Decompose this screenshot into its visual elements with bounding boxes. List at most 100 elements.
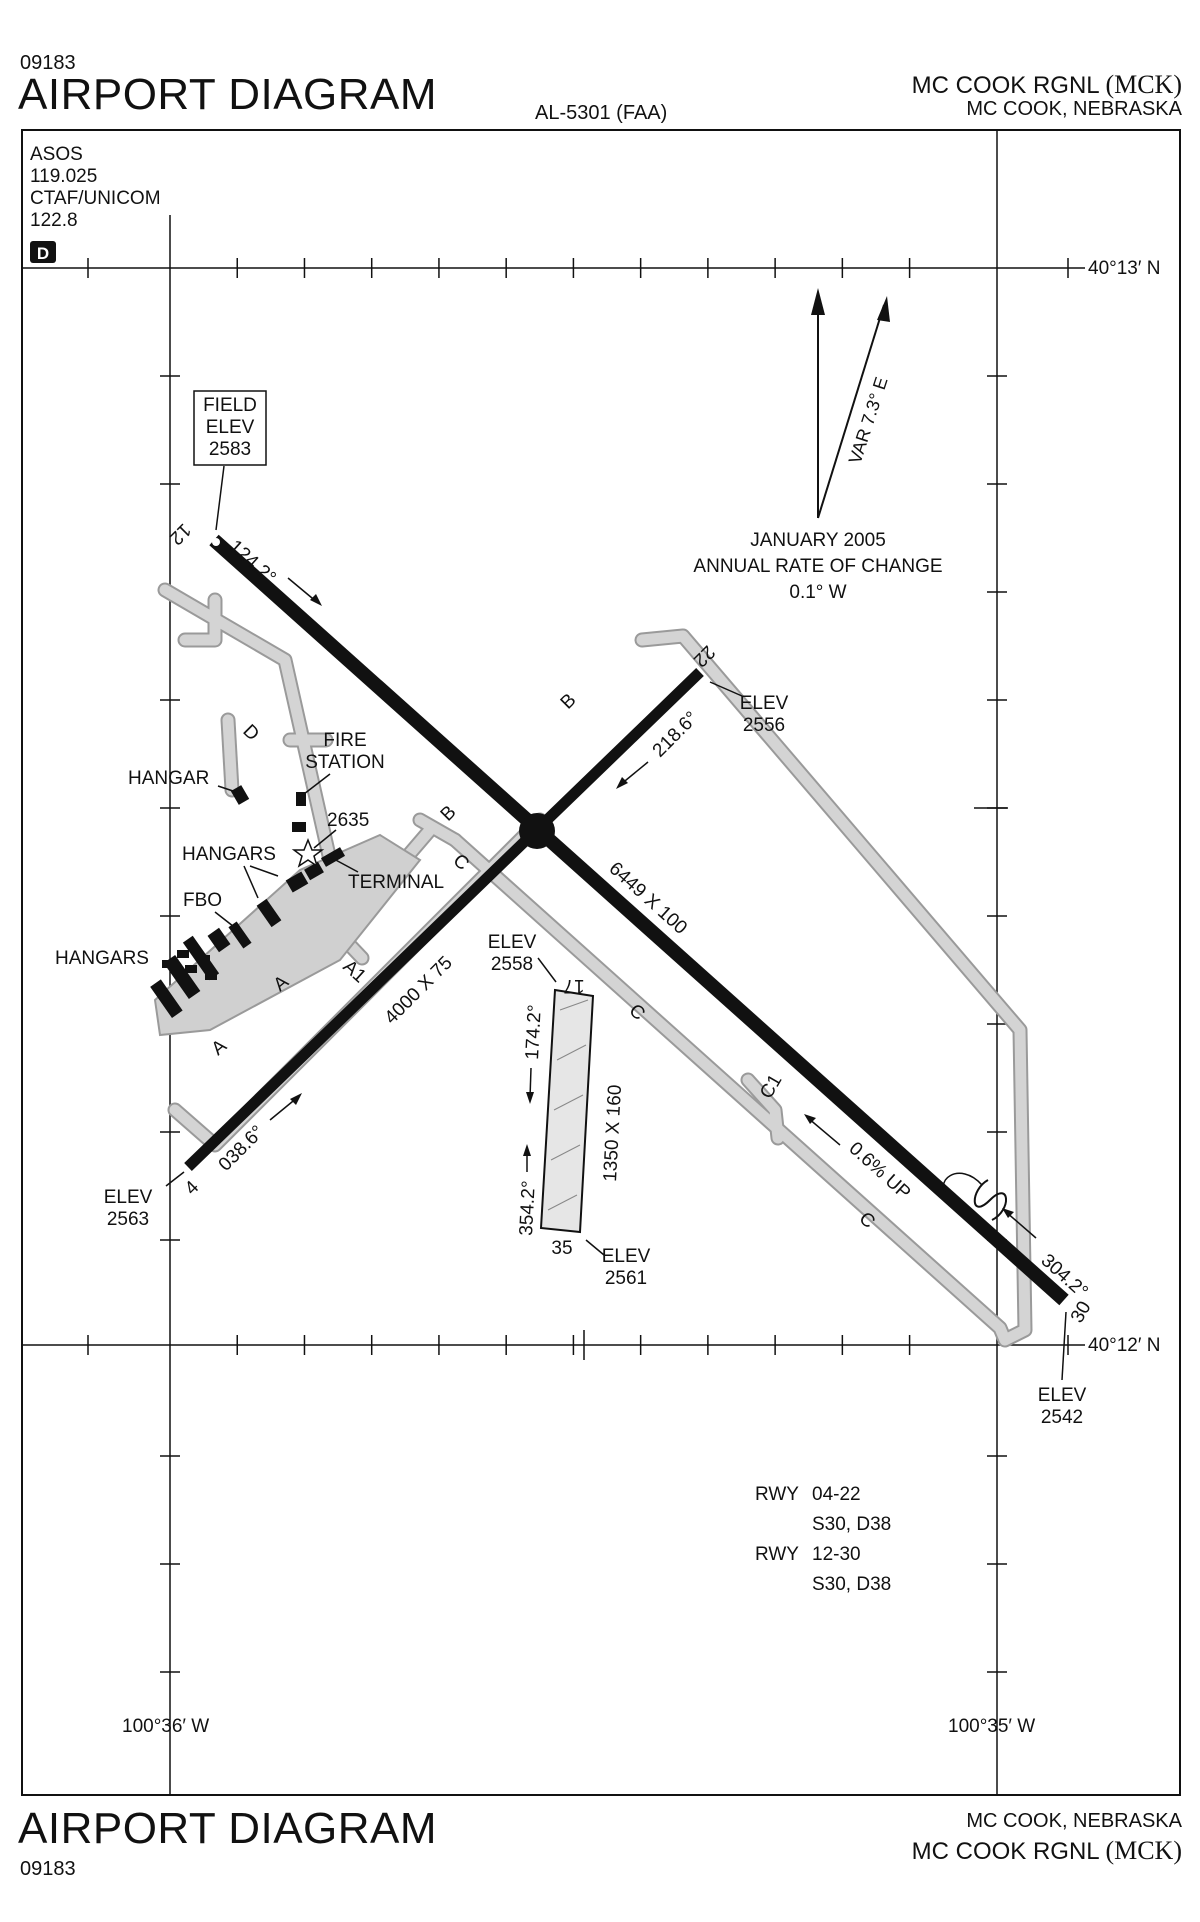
field-elev-line1: FIELD (203, 395, 257, 416)
runway-data-row2-runway: 12-30 (812, 1544, 861, 1565)
magnetic-rate-label: ANNUAL RATE OF CHANGE (693, 556, 942, 577)
taxiway-d-label: D (238, 721, 263, 746)
elev-4-value: 2563 (107, 1209, 149, 1230)
hangars-pointer (243, 865, 259, 899)
heading-30-arrow (1005, 1211, 1037, 1239)
airspace-badge: D (37, 244, 49, 263)
heading-12-arrowhead-icon (310, 594, 322, 606)
segmented-circle-icon (942, 1172, 983, 1201)
elev-22-leader (709, 681, 743, 697)
elev-17-leader (537, 957, 557, 983)
runway-data-row2-strength: S30, D38 (812, 1574, 891, 1595)
hangar-building (230, 785, 250, 805)
terminal-building-2 (304, 861, 324, 881)
runway-17-heading: 174.2° (522, 1004, 546, 1060)
footer-city-state: MC COOK, NEBRASKA (966, 1810, 1182, 1832)
hangars-upper-label: HANGARS (182, 844, 276, 865)
t-hangar-1 (162, 960, 174, 968)
diagram-frame (21, 129, 1181, 1796)
runway-data-row1-strength: S30, D38 (812, 1514, 891, 1535)
elev-4-label: ELEV (104, 1187, 153, 1208)
fbo-building-2 (207, 927, 231, 953)
elev-35-leader (585, 1239, 605, 1256)
runway-data-row1-runway: 04-22 (812, 1484, 861, 1505)
fbo-label: FBO (183, 890, 222, 911)
terminal-leader (331, 857, 359, 873)
hangar-label: HANGAR (128, 768, 209, 789)
asos-label: ASOS (30, 144, 83, 165)
chart-id: AL-5301 (FAA) (535, 102, 668, 124)
footer-airport-name: MC COOK RGNL (911, 1838, 1099, 1865)
terminal-building-1 (285, 871, 309, 893)
runway-end-30: 30 (1067, 1298, 1096, 1327)
t-hangar-3 (185, 965, 197, 973)
fire-station-label-1: FIRE (323, 730, 366, 751)
heading-4-arrowhead-icon (290, 1093, 302, 1105)
runway-end-17: 17 (563, 975, 584, 996)
footer-title: AIRPORT DIAGRAM (18, 1804, 438, 1853)
buildings (150, 785, 346, 1019)
elev-35-value: 2561 (605, 1268, 647, 1289)
runway-end-4: 4 (181, 1177, 204, 1200)
footer-airport-name-row: MC COOK RGNL (MCK) (912, 1836, 1182, 1866)
heading-35-arrowhead-icon (523, 1144, 531, 1156)
asos-frequency: 119.025 (30, 166, 97, 187)
field-elev-line2: ELEV (206, 417, 255, 438)
magnetic-north-arrow-icon (877, 296, 890, 322)
header-airport-name-row: MC COOK RGNL (MCK) (912, 70, 1182, 100)
longitude-right: 100°35′ W (948, 1716, 1035, 1737)
runway-intersection (519, 813, 555, 849)
footer-airport-ident: (MCK) (1105, 1836, 1182, 1865)
taxiway-b-label: B (557, 690, 581, 714)
latitude-top: 40°13′ N (1088, 258, 1160, 279)
beacon-elevation: 2635 (327, 810, 369, 831)
taxiway-b-label-2: B (437, 802, 461, 826)
field-elev-leader (215, 465, 225, 531)
ctaf-frequency: 122.8 (30, 210, 78, 231)
header-doc-number: 09183 (20, 52, 76, 74)
terminal-building-3 (320, 847, 346, 867)
header-airport-ident: (MCK) (1105, 70, 1182, 99)
gradient-arrowhead-icon (804, 1114, 816, 1124)
fbo-leader (214, 911, 239, 931)
hangars-upper-leader (249, 865, 279, 877)
elev-22-value: 2556 (743, 715, 785, 736)
footer-doc-number: 09183 (20, 1858, 76, 1880)
fire-station-label-2: STATION (305, 752, 385, 773)
runway-data-row2-label: RWY (755, 1544, 799, 1565)
runway-35-heading: 354.2° (516, 1180, 540, 1236)
fbo-building (228, 921, 252, 949)
latitude-bottom: 40°12′ N (1088, 1335, 1160, 1356)
magnetic-date: JANUARY 2005 (750, 530, 886, 551)
heading-22-arrowhead-icon (616, 777, 628, 789)
elev-22-label: ELEV (740, 693, 789, 714)
fire-station-leader (303, 773, 331, 795)
beacon-leader (313, 829, 337, 849)
ctaf-label: CTAF/UNICOM (30, 188, 161, 209)
elev-4-leader (165, 1171, 185, 1187)
hangar-upper-building (256, 898, 282, 928)
t-hangar-4 (200, 955, 210, 963)
header-airport-name: MC COOK RGNL (911, 72, 1099, 99)
terminal-label: TERMINAL (348, 872, 444, 893)
runway-12-30 (209, 534, 1069, 1306)
wind-cone-icon (973, 1179, 1007, 1221)
runway-12-end-marker (212, 538, 220, 546)
field-elev-value: 2583 (209, 439, 251, 460)
runway-17-35 (539, 988, 595, 1234)
header-title: AIRPORT DIAGRAM (18, 70, 438, 119)
elev-17-label: ELEV (488, 932, 537, 953)
magnetic-rate-value: 0.1° W (789, 582, 846, 603)
heading-17-arrowhead-icon (526, 1092, 534, 1104)
elev-35-label: ELEV (602, 1246, 651, 1267)
runway-17-35-dimensions: 1350 X 160 (600, 1084, 626, 1182)
hangar-row-3 (150, 979, 183, 1019)
fire-station-building (296, 792, 306, 806)
apron (153, 833, 422, 1037)
t-hangar-5 (205, 972, 217, 980)
magnetic-variation: VAR 7.3° E (845, 375, 892, 467)
longitude-left: 100°36′ W (122, 1716, 209, 1737)
header-city-state: MC COOK, NEBRASKA (966, 98, 1182, 120)
t-hangar-2 (177, 950, 189, 958)
